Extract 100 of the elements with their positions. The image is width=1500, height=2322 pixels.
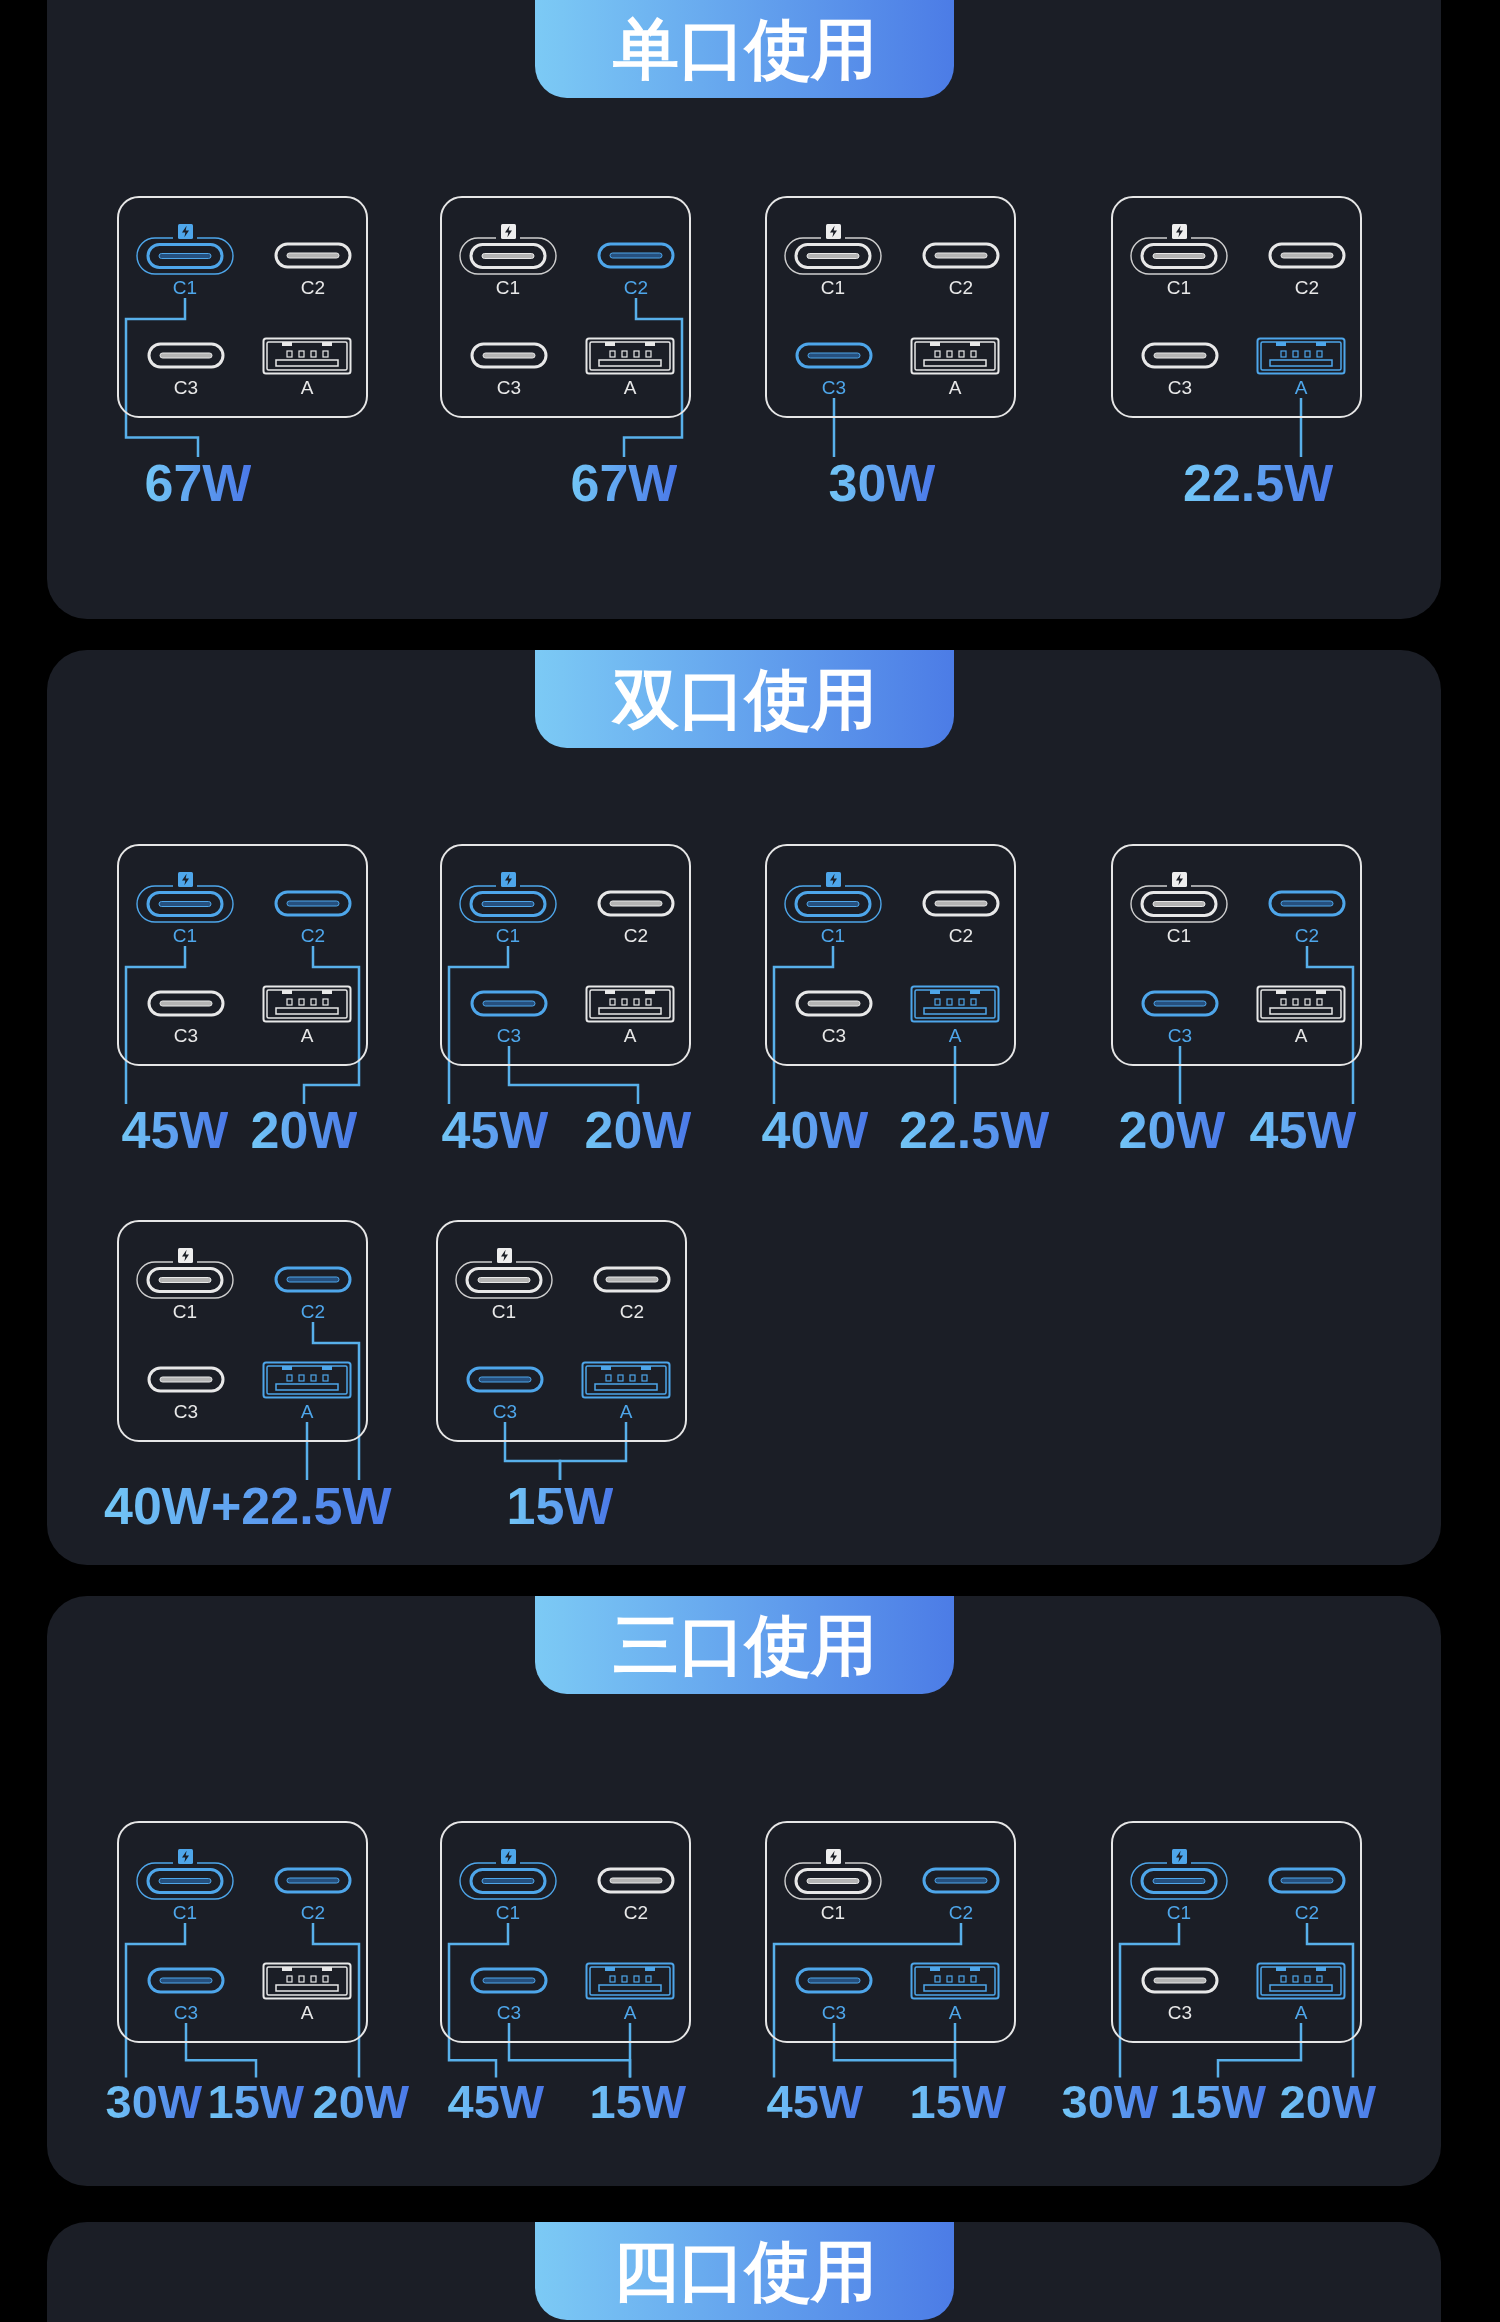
port-label: C3 xyxy=(1167,378,1193,398)
port-label: C1 xyxy=(172,1302,198,1322)
section-heading: 三口使用 xyxy=(535,1596,954,1694)
port-label: C2 xyxy=(1294,1903,1320,1923)
leader-line xyxy=(124,1923,187,2078)
port-label: C1 xyxy=(495,1903,521,1923)
port-label: A xyxy=(300,1402,314,1422)
port-label: A xyxy=(623,378,637,398)
port-label: A xyxy=(623,2003,637,2023)
section-heading: 单口使用 xyxy=(535,0,954,98)
port-label: C1 xyxy=(495,926,521,946)
charger-outline xyxy=(440,1821,691,2043)
port-label: C2 xyxy=(300,1903,326,1923)
charger-outline xyxy=(765,844,1016,1066)
leader-line xyxy=(447,946,510,1104)
charger-outline xyxy=(117,1821,368,2043)
leader-line xyxy=(447,1923,510,2078)
port-label: A xyxy=(300,378,314,398)
section-heading: 双口使用 xyxy=(535,650,954,748)
charger-outline xyxy=(436,1220,687,1442)
leader-line xyxy=(558,1422,628,1480)
port-label: C3 xyxy=(173,2003,199,2023)
port-label: A xyxy=(948,378,962,398)
port-label: C3 xyxy=(1167,1026,1193,1046)
port-label: C1 xyxy=(172,278,198,298)
port-label: C2 xyxy=(623,278,649,298)
port-label: C3 xyxy=(821,2003,847,2023)
port-label: C1 xyxy=(820,278,846,298)
leader-line xyxy=(772,1923,963,2078)
leader-line xyxy=(305,1422,309,1480)
port-label: C1 xyxy=(1166,1903,1192,1923)
port-label: A xyxy=(948,2003,962,2023)
leader-line xyxy=(311,1322,361,1480)
port-label: A xyxy=(1294,2003,1308,2023)
port-label: C1 xyxy=(820,926,846,946)
leader-line xyxy=(1216,2023,1303,2078)
port-label: C3 xyxy=(496,378,522,398)
leader-line xyxy=(953,1046,957,1104)
port-label: C1 xyxy=(491,1302,517,1322)
port-label: C3 xyxy=(1167,2003,1193,2023)
port-label: A xyxy=(1294,378,1308,398)
section-panel xyxy=(47,650,1441,1565)
section-panel xyxy=(47,2222,1441,2322)
port-label: C3 xyxy=(173,378,199,398)
port-label: C2 xyxy=(619,1302,645,1322)
port-label: C2 xyxy=(300,278,326,298)
leader-line xyxy=(1299,398,1303,457)
port-label: C1 xyxy=(172,1903,198,1923)
leader-line xyxy=(302,946,361,1104)
leader-line xyxy=(832,398,836,457)
port-label: A xyxy=(623,1026,637,1046)
port-label: C2 xyxy=(948,1903,974,1923)
leader-line xyxy=(507,1046,640,1104)
leader-line xyxy=(1305,946,1355,1104)
leader-line xyxy=(184,2023,258,2078)
port-label: C2 xyxy=(1294,278,1320,298)
port-label: C3 xyxy=(821,378,847,398)
port-label: A xyxy=(300,1026,314,1046)
leader-line xyxy=(124,946,187,1104)
leader-line xyxy=(124,298,200,457)
charger-outline xyxy=(1111,844,1362,1066)
leader-line xyxy=(772,946,835,1104)
port-label: C2 xyxy=(948,926,974,946)
port-label: C2 xyxy=(948,278,974,298)
section-panel xyxy=(47,1596,1441,2186)
charger-outline xyxy=(117,196,368,418)
leader-line xyxy=(1305,1923,1355,2078)
port-label: A xyxy=(619,1402,633,1422)
port-label: C1 xyxy=(1166,926,1192,946)
leader-line xyxy=(1178,1046,1182,1104)
charger-outline xyxy=(117,1220,368,1442)
charger-outline xyxy=(440,196,691,418)
port-label: C3 xyxy=(173,1402,199,1422)
charger-outline xyxy=(765,1821,1016,2043)
port-label: C2 xyxy=(300,926,326,946)
port-label: C1 xyxy=(495,278,521,298)
port-label: C3 xyxy=(492,1402,518,1422)
port-label: C3 xyxy=(496,2003,522,2023)
port-label: A xyxy=(1294,1026,1308,1046)
port-label: A xyxy=(300,2003,314,2023)
port-label: C2 xyxy=(300,1302,326,1322)
port-label: C1 xyxy=(820,1903,846,1923)
section-heading: 四口使用 xyxy=(535,2222,954,2320)
port-label: C2 xyxy=(1294,926,1320,946)
port-label: A xyxy=(948,1026,962,1046)
port-label: C2 xyxy=(623,926,649,946)
charger-outline xyxy=(117,844,368,1066)
leader-line xyxy=(1118,1923,1181,2078)
port-label: C1 xyxy=(172,926,198,946)
charger-outline xyxy=(765,196,1016,418)
port-label: C2 xyxy=(623,1903,649,1923)
leader-line xyxy=(628,2023,632,2078)
leader-line xyxy=(311,1923,361,2078)
leader-line xyxy=(953,2023,957,2078)
port-label: C1 xyxy=(1166,278,1192,298)
leader-line xyxy=(622,298,684,457)
port-label: C3 xyxy=(821,1026,847,1046)
port-label: C3 xyxy=(173,1026,199,1046)
section-panel xyxy=(47,0,1441,619)
charger-outline xyxy=(1111,1821,1362,2043)
